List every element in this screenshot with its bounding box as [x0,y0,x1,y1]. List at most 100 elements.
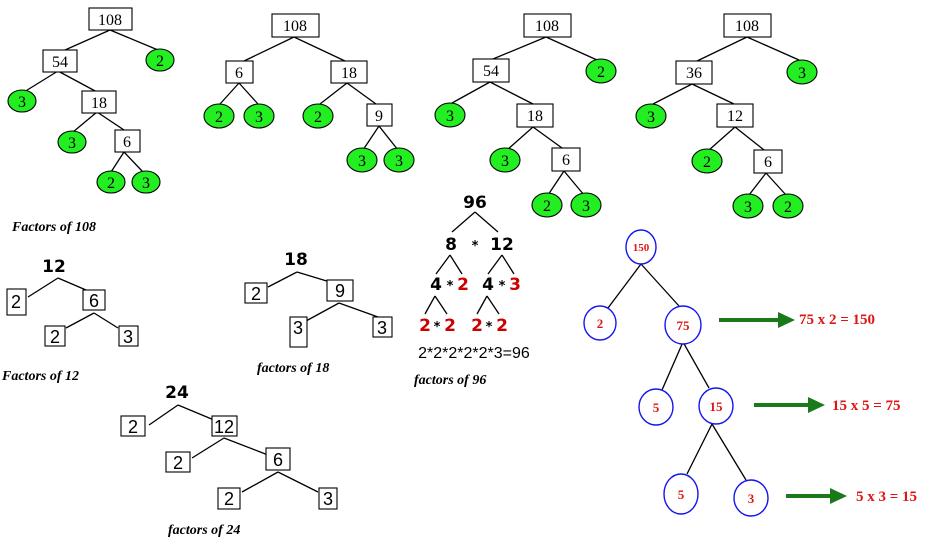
arrow-right-icon [754,397,825,413]
node-108 [723,13,772,38]
prime-label: 3 [142,175,150,192]
node-8: 8 [445,235,457,255]
node-18 [81,90,117,114]
prime-node [434,102,466,128]
prime-2: 2 [496,316,508,336]
prime-label: 2 [215,109,223,126]
node-75-label: 75 [677,318,691,333]
prime-label: 3 [582,198,590,215]
prime-label: 2 [543,198,551,215]
equation-5x3: 5 x 3 = 15 [856,489,917,505]
node-2-label: 2 [50,327,60,347]
node-75 [664,305,702,345]
node-6-label: 6 [562,152,570,169]
node-36 [675,60,713,85]
node-150-label: 150 [633,242,650,254]
equation-15x5: 15 x 5 = 75 [832,398,901,414]
prime-2: 2 [419,316,431,336]
factor-tree-18: 18 2 9 3 3 [244,250,393,348]
prime-node [7,89,37,113]
factor-tree-12: 12 2 6 2 3 [6,257,139,347]
node-6-label: 6 [123,134,131,151]
node-5-label: 5 [653,400,660,415]
node-54-label: 54 [483,63,499,80]
prime-2: 2 [444,316,456,336]
prime-node [145,48,175,72]
caption-factors-of-18: factors of 18 [257,361,329,376]
node-12 [716,103,754,128]
prime-node [96,170,126,194]
node-15 [698,387,734,425]
node-2-label: 2 [597,316,604,331]
node-54-label: 54 [52,54,68,71]
prime-node [585,58,617,84]
prime-node [691,148,723,174]
factor-tree-108-b: 108 6 18 2 3 2 9 3 3 [203,13,415,173]
node-2-label: 2 [11,292,21,312]
prime-2: 2 [471,316,483,336]
prime-node [243,103,275,129]
node-2-label: 2 [224,489,234,509]
prime-label: 3 [798,65,806,82]
prime-label: 2 [314,109,322,126]
prime-node [786,59,818,85]
node-2-label: 2 [173,453,183,473]
factor-tree-150: 150 2 75 5 15 5 3 75 x 2 = 150 15 x 5 = … [583,229,917,517]
prime-2: 2 [457,275,469,295]
node-18-label: 18 [91,95,107,112]
node-15-label: 15 [710,399,724,414]
factor-tree-24: 24 2 12 2 6 2 3 [120,383,338,510]
prime-node [302,103,334,129]
node-6-label: 6 [89,291,99,311]
prime-label: 3 [255,109,263,126]
node-5 [638,388,674,426]
node-12: 12 [490,235,514,255]
multiply-sign: * [486,320,493,335]
node-3-label: 3 [123,327,133,347]
caption-factors-of-108: Factors of 108 [11,220,96,235]
prime-label: 3 [395,153,403,170]
multiply-sign: * [447,279,454,294]
prime-node [772,193,804,219]
node-4: 4 [482,275,494,295]
prime-node [57,130,87,154]
node-2 [120,415,146,437]
node-3-label: 3 [293,318,303,338]
prime-label: 2 [703,154,711,171]
prime-label: 2 [597,64,605,81]
multiply-sign: * [434,320,441,335]
prime-label: 3 [647,109,655,126]
node-9-label: 9 [375,108,383,125]
prime-node [732,193,764,219]
prime-3: 3 [509,275,521,295]
node-108 [88,7,133,31]
node-2 [217,487,241,510]
factor-tree-108-c: 108 54 2 3 18 3 6 2 3 [434,13,617,218]
node-6 [82,289,106,311]
caption-factors-of-96: factors of 96 [414,373,486,388]
node-3 [372,316,393,338]
prime-label: 2 [784,199,792,216]
prime-label: 3 [68,135,76,152]
node-3 [733,479,769,517]
factor-tree-96: 96 8 * 12 4 * 2 4 * 3 2 * 2 2 * 2 2*2*2*… [418,193,530,362]
node-3 [318,487,338,510]
factorization-equation-96: 2*2*2*2*2*3=96 [418,345,530,362]
prime-label: 3 [744,199,752,216]
node-9 [366,103,393,127]
node-3-label: 3 [323,489,333,509]
prime-label: 3 [446,108,454,125]
node-12-label: 12 [214,417,234,437]
prime-node [635,103,667,129]
prime-label: 3 [501,153,509,170]
node-3 [289,316,308,348]
factor-tree-108-a: 108 54 2 3 18 3 6 2 3 [7,7,175,194]
node-4: 4 [430,275,442,295]
node-2 [583,305,617,341]
node-36-label: 36 [686,65,702,82]
node-108 [523,13,572,38]
caption-factors-of-24: factors of 24 [168,523,240,538]
equation-75x2: 75 x 2 = 150 [799,312,875,328]
node-108-label: 108 [283,18,307,35]
